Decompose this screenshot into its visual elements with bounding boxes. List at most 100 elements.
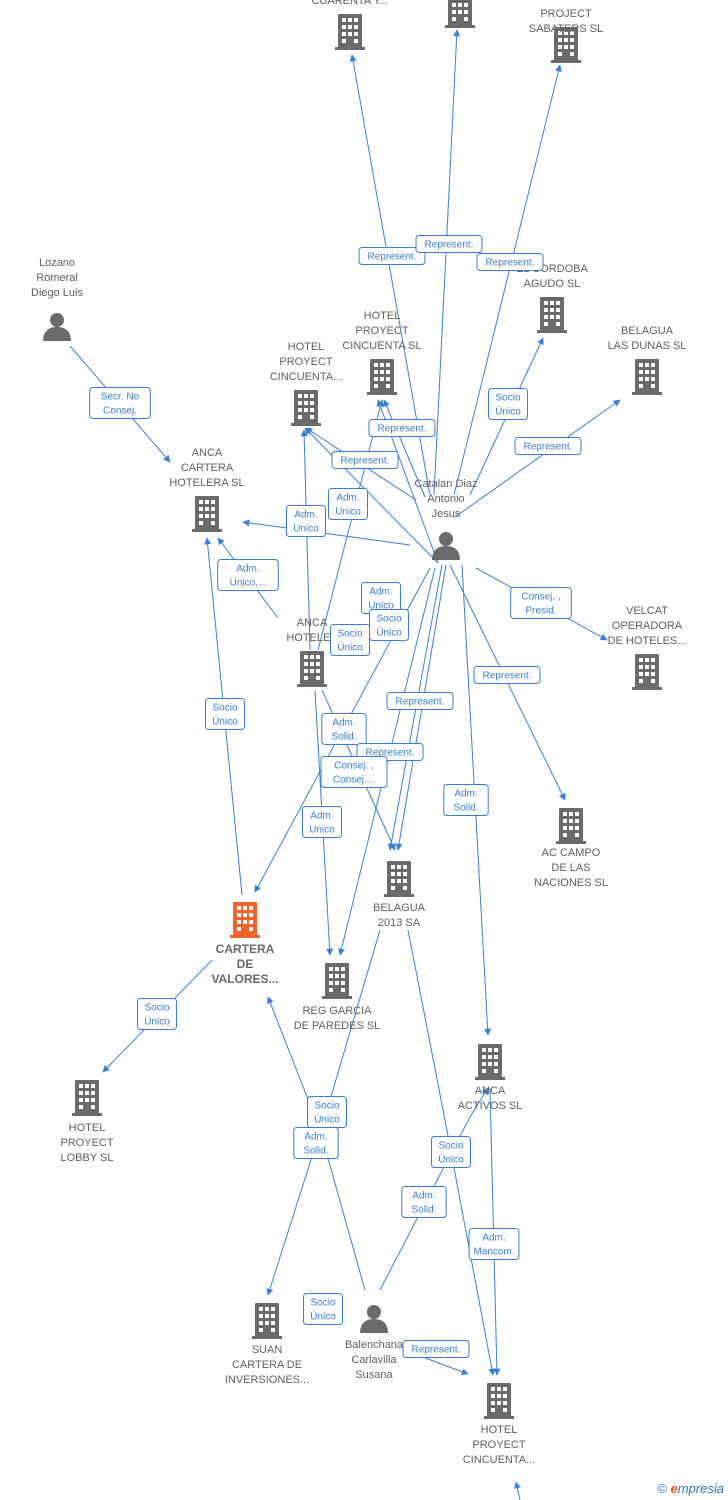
building-icon (384, 861, 414, 897)
node-label: HOTEL (69, 1122, 106, 1134)
edge-label-text: Socio (314, 1101, 339, 1112)
relation-edge (304, 427, 439, 564)
building-icon (484, 1383, 514, 1419)
node-label: ANCA (297, 617, 328, 629)
relation-edge (453, 64, 562, 496)
edge-label-text: Unico,... (230, 578, 267, 589)
empresia-watermark: © empresia (657, 1481, 724, 1496)
node-label: DE LAS (551, 862, 590, 874)
edge-label-text: Represent. (378, 424, 427, 435)
building-icon (632, 654, 662, 690)
node-label: Antonio (427, 493, 464, 505)
brand-name: mpresia (677, 1481, 724, 1496)
edge-label-l12: Adm.Unico (361, 582, 401, 614)
edge-label-text: Solid. (453, 803, 478, 814)
building-icon (297, 651, 327, 687)
node-hpc_bottom[interactable]: HOTELPROYECTCINCUENTA... (463, 1383, 536, 1466)
node-label: HOTEL (288, 341, 325, 353)
edge-label-text: Unico (368, 601, 394, 612)
building-icon (335, 14, 365, 50)
node-label: Lozano (39, 257, 75, 269)
edge-label-l10: Adm.Unico (328, 488, 368, 520)
node-label: BELAGUA (373, 902, 426, 914)
edge-label-text: Adm. (304, 1132, 327, 1143)
node-label: REG GARCIA (302, 1005, 372, 1017)
node-label: Romeral (36, 272, 78, 284)
building-icon (230, 902, 260, 938)
edge-label-text: Socio (495, 393, 520, 404)
relation-edge (379, 1087, 489, 1291)
edge-label-text: Represent. (524, 442, 573, 453)
edge-label-l26: Adm.Solid. (293, 1127, 339, 1159)
edge-label-text: Único (212, 715, 238, 728)
node-label: PROYECT (60, 1137, 113, 1149)
edge-label-l23: Adm.Unico (302, 806, 342, 838)
node-label: PROYECT (279, 356, 332, 368)
node-label: ANCA (192, 447, 223, 459)
edge-label-text: Represent. (368, 252, 417, 263)
node-label: CARTERA (181, 462, 234, 474)
edge-label-text: Adm. (236, 564, 259, 575)
node-label: Carlavilla (351, 1354, 397, 1366)
node-label: HOTELES (286, 632, 337, 644)
building-icon (632, 359, 662, 395)
edge-label-text: Consej. (103, 406, 137, 417)
edge-label-text: Único (314, 1113, 340, 1126)
edge-label-text: Único (337, 641, 363, 654)
node-label: ACTIVOS SL (458, 1100, 523, 1112)
building-icon (367, 359, 397, 395)
edge-label-text: Socio (376, 614, 401, 625)
node-label: CINCUENTA SL (342, 340, 421, 352)
node-label: PROYECT (472, 1439, 525, 1451)
relation-edge (454, 399, 621, 518)
edge-label-text: Adm. (310, 811, 333, 822)
building-icon (556, 808, 586, 844)
node-top2[interactable] (445, 0, 475, 28)
edge-label-text: Represent. (396, 697, 445, 708)
building-icon (537, 297, 567, 333)
node-label: HOTEL (364, 310, 401, 322)
edge-label-text: Represent. (366, 748, 415, 759)
node-cartera_valores[interactable]: CARTERADEVALORES... (211, 902, 279, 986)
edge-label-text: Secr. No (101, 392, 140, 403)
edge-label-text: Consej.... (333, 775, 375, 786)
node-label: PROYECT (355, 325, 408, 337)
node-label: Diego Luis (31, 287, 83, 299)
node-label: HOTEL (481, 1424, 518, 1436)
node-hpc_sl[interactable]: HOTEL PROYECT CINCUENTA SL (342, 310, 422, 395)
person-icon (432, 532, 460, 560)
building-icon (192, 496, 222, 532)
edge-label-text: Represent. (486, 258, 535, 269)
node-cuarenta[interactable]: CUARENTA Y... (311, 0, 389, 50)
node-anca_hoteles[interactable]: ANCA HOTELES (286, 617, 338, 687)
node-label: CARTERA (216, 942, 275, 956)
node-label: AGUDO SL (524, 278, 581, 290)
edge-label-text: Adm. (336, 493, 359, 504)
edge-label-text: Único (310, 1310, 336, 1323)
edge-label-l15: Consej. ,Presid. (510, 587, 572, 619)
edge-label-l6: Represent. (368, 419, 436, 437)
edge-label-text: Adm. (412, 1191, 435, 1202)
node-label: CARTERA DE (232, 1359, 302, 1371)
node-label: DE (237, 957, 254, 971)
node-hpc1[interactable]: HOTELPROYECTCINCUENTA... (270, 341, 343, 426)
